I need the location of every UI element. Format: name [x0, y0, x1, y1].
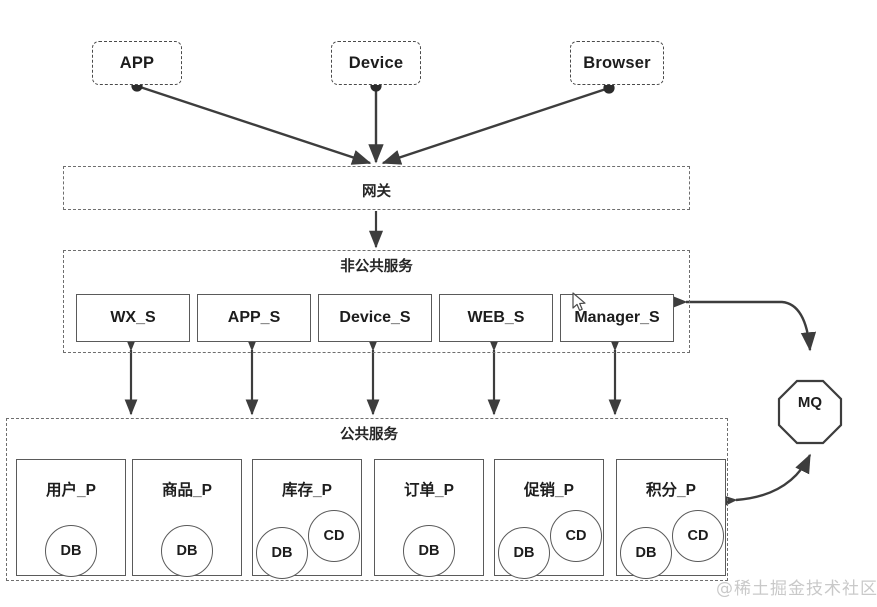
store-cd-promotion-label: CD	[565, 528, 587, 544]
mq-node-label: MQ	[797, 394, 823, 411]
store-cd-inventory: CD	[308, 510, 360, 562]
store-db-product: DB	[161, 525, 213, 577]
public-services-title: 公共服务	[340, 427, 398, 443]
gateway-title: 网关	[362, 184, 391, 200]
edge-browser-to-gateway	[381, 82, 615, 165]
store-db-inventory-label: DB	[271, 545, 293, 561]
store-db-user-label: DB	[60, 543, 82, 559]
client-node-browser-label: Browser	[583, 53, 651, 72]
store-db-promotion: DB	[498, 527, 550, 579]
store-cd-inventory-label: CD	[323, 528, 345, 544]
store-db-user: DB	[45, 525, 97, 577]
store-db-product-label: DB	[176, 543, 198, 559]
service-box-wx-s-label: WX_S	[110, 309, 156, 326]
service-box-device-s-label: Device_S	[339, 309, 411, 326]
mq-octagon	[777, 379, 843, 445]
provider-box-product-label: 商品_P	[162, 482, 212, 499]
service-box-wx-s[interactable]: WX_S	[76, 294, 190, 342]
provider-box-order[interactable]: 订单_P	[374, 459, 484, 576]
non-public-services-title: 非公共服务	[340, 259, 413, 275]
service-box-manager-s[interactable]: Manager_S	[560, 294, 674, 342]
provider-box-inventory-label: 库存_P	[282, 482, 332, 499]
provider-box-promotion-label: 促销_P	[524, 482, 574, 499]
store-cd-points-label: CD	[687, 528, 709, 544]
edge-mq-to-public	[717, 453, 812, 509]
store-db-inventory: DB	[256, 527, 308, 579]
provider-box-order-label: 订单_P	[404, 482, 454, 499]
service-box-web-s-label: WEB_S	[467, 309, 525, 326]
edge-device-to-gateway	[368, 80, 384, 164]
gateway-band[interactable]	[63, 166, 690, 210]
service-box-app-s[interactable]: APP_S	[197, 294, 311, 342]
client-node-app[interactable]: APP	[92, 41, 182, 85]
client-node-device-label: Device	[348, 53, 404, 72]
client-node-device[interactable]: Device	[331, 41, 421, 85]
store-cd-points: CD	[672, 510, 724, 562]
service-box-device-s[interactable]: Device_S	[318, 294, 432, 342]
watermark-text: @稀土掘金技术社区	[716, 579, 877, 599]
service-box-manager-s-label: Manager_S	[574, 309, 660, 326]
store-db-points: DB	[620, 527, 672, 579]
store-db-order: DB	[403, 525, 455, 577]
service-box-web-s[interactable]: WEB_S	[439, 294, 553, 342]
client-node-app-label: APP	[119, 53, 155, 72]
provider-box-points-label: 积分_P	[646, 482, 696, 499]
edge-app-to-gateway	[131, 80, 372, 165]
client-node-browser[interactable]: Browser	[570, 41, 664, 85]
edge-mq-to-manager	[668, 294, 817, 352]
service-box-app-s-label: APP_S	[227, 309, 281, 326]
non-public-services-band[interactable]	[63, 250, 690, 353]
store-db-points-label: DB	[635, 545, 657, 561]
store-db-promotion-label: DB	[513, 545, 535, 561]
public-services-band[interactable]	[6, 418, 728, 581]
store-db-order-label: DB	[418, 543, 440, 559]
store-cd-promotion: CD	[550, 510, 602, 562]
provider-box-user-label: 用户_P	[46, 482, 96, 499]
